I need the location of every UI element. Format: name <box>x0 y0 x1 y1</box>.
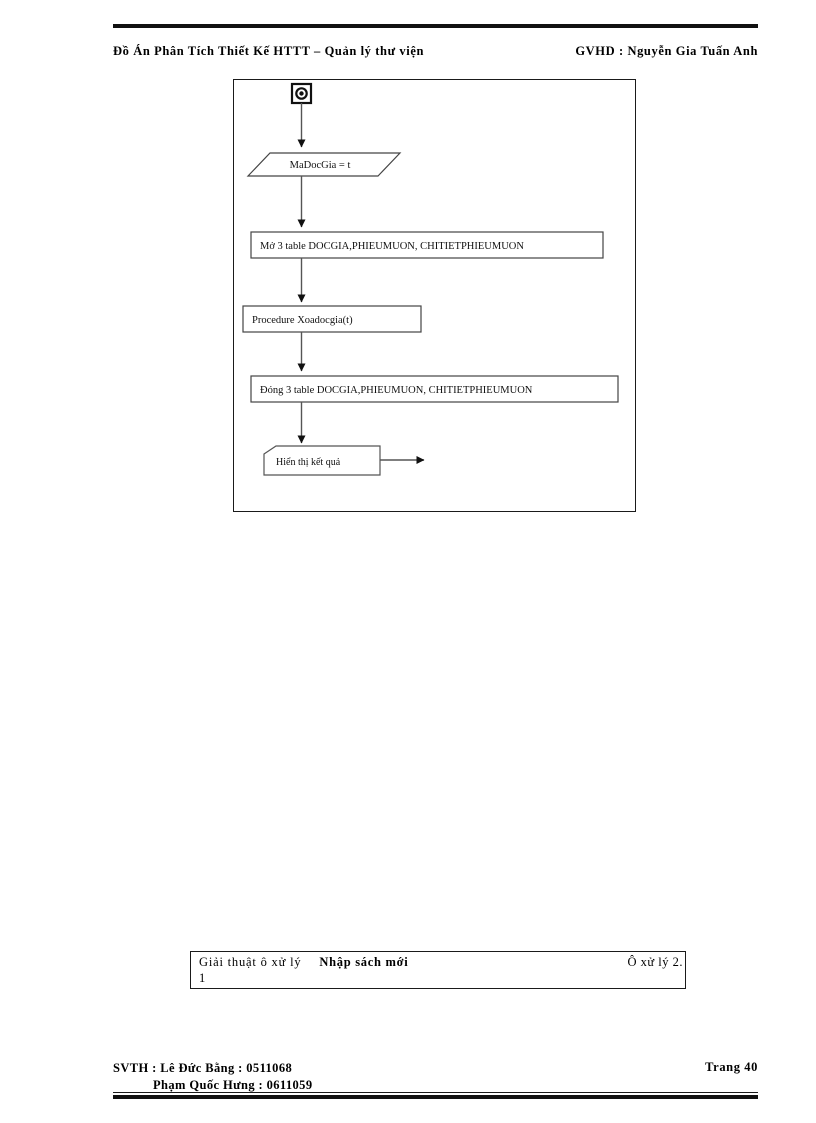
node-input-madocgia: MaDocGia = t <box>246 152 402 177</box>
header-title-left: Đồ Án Phân Tích Thiết Kế HTTT – Quản lý … <box>113 44 425 58</box>
caption-line-secondary: 1 <box>199 971 206 985</box>
node-open-tables: Mở 3 table DOCGIA,PHIEUMUON, CHITIETPHIE… <box>250 231 604 259</box>
start-node-icon <box>290 82 313 105</box>
footer-divider-thick <box>113 1095 758 1099</box>
flowchart-frame: MaDocGia = t Mở 3 table DOCGIA,PHIEUMUON… <box>233 79 636 512</box>
node-display-result: Hiển thị kết quả <box>263 445 381 476</box>
caption-emphasis-text: Nhập sách mới <box>319 955 409 969</box>
page-header: Đồ Án Phân Tích Thiết Kế HTTT – Quản lý … <box>113 44 758 64</box>
node-input-label: MaDocGia = t <box>290 160 351 171</box>
node-procedure: Procedure Xoadocgia(t) <box>242 305 422 333</box>
flowchart-diagram: MaDocGia = t Mở 3 table DOCGIA,PHIEUMUON… <box>242 82 619 476</box>
footer-divider-thin <box>113 1092 758 1093</box>
page-footer: SVTH : Lê Đức Bằng : 0511068 Phạm Quốc H… <box>113 1060 758 1094</box>
header-divider-rule <box>113 24 758 28</box>
figure-caption-box: Giải thuật ô xử lý Nhập sách mới Ô xử lý… <box>190 951 686 989</box>
node-procedure-label: Procedure Xoadocgia(t) <box>252 315 353 326</box>
caption-right-text: Ô xử lý 2. <box>627 955 683 969</box>
node-open-tables-label: Mở 3 table DOCGIA,PHIEUMUON, CHITIETPHIE… <box>260 241 524 252</box>
header-title-right: GVHD : Nguyễn Gia Tuấn Anh <box>575 44 758 58</box>
node-close-tables: Đóng 3 table DOCGIA,PHIEUMUON, CHITIETPH… <box>250 375 619 403</box>
caption-line-primary: Giải thuật ô xử lý Nhập sách mới Ô xử lý… <box>199 955 683 970</box>
footer-author-2: Phạm Quốc Hưng : 0611059 <box>153 1078 313 1092</box>
node-close-tables-label: Đóng 3 table DOCGIA,PHIEUMUON, CHITIETPH… <box>260 385 533 396</box>
node-display-result-label: Hiển thị kết quả <box>276 457 341 468</box>
caption-prefix-text: Giải thuật ô xử lý <box>199 955 302 969</box>
footer-page-number: Trang 40 <box>705 1060 758 1074</box>
footer-author-1: SVTH : Lê Đức Bằng : 0511068 <box>113 1061 293 1075</box>
footer-authors: SVTH : Lê Đức Bằng : 0511068 Phạm Quốc H… <box>113 1060 312 1094</box>
